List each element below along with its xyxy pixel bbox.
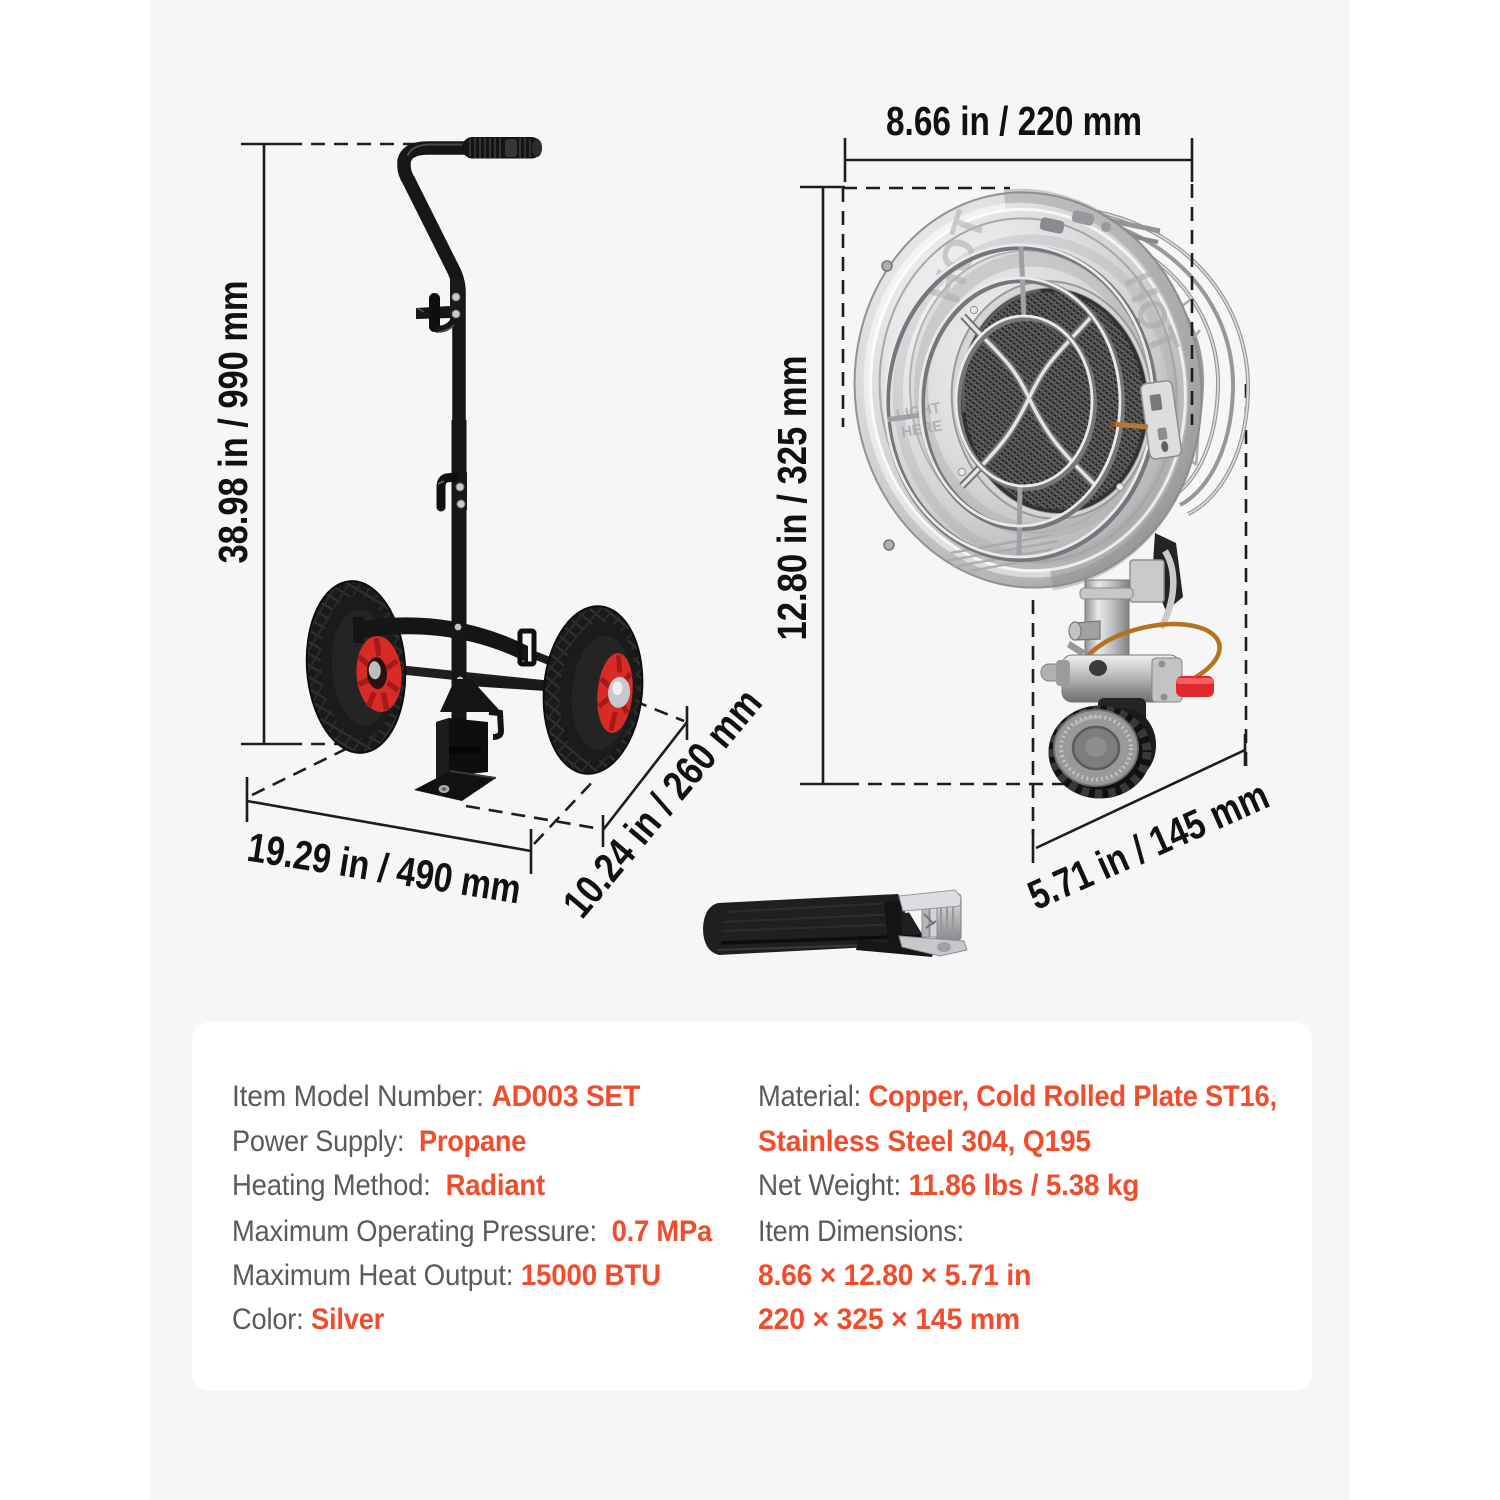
svg-text:12.80 in / 325 mm: 12.80 in / 325 mm [769, 356, 815, 641]
svg-text:8.66 in / 220 mm: 8.66 in / 220 mm [886, 98, 1142, 144]
svg-text:5.71 in / 145 mm: 5.71 in / 145 mm [1021, 772, 1275, 919]
svg-text:38.98 in / 990 mm: 38.98 in / 990 mm [210, 281, 256, 564]
svg-text:19.29 in / 490 mm: 19.29 in / 490 mm [244, 824, 524, 913]
